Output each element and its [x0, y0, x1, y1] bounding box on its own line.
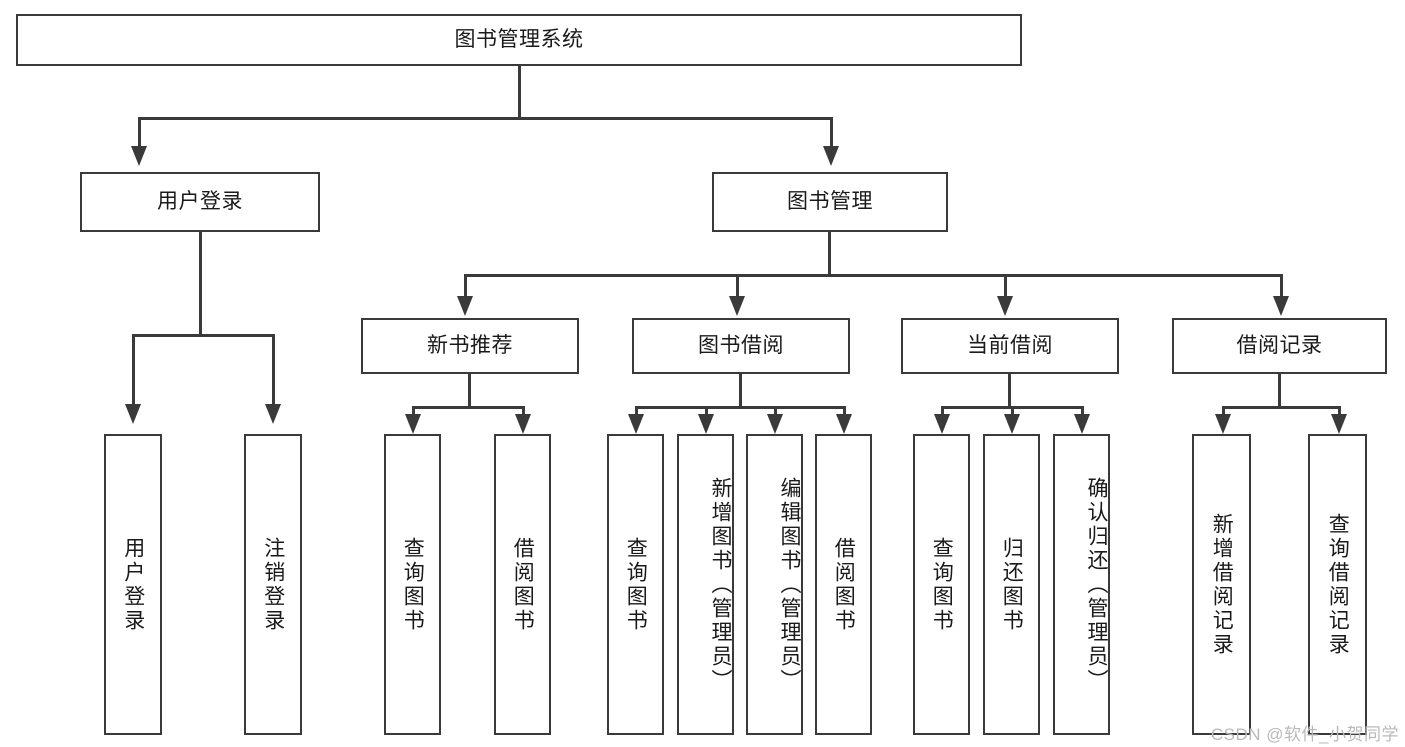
node-leaf-edit-book[interactable]: 编辑图书（管理员）: [746, 434, 803, 735]
connector-bb-to-leaf-4: [843, 406, 846, 416]
node-leaf-query-book-2-label: 查询图书: [624, 536, 648, 633]
node-leaf-borrow-book-2-label: 借阅图书: [832, 536, 856, 633]
node-leaf-return-book[interactable]: 归还图书: [983, 434, 1040, 735]
connector-cb-to-leaf-2: [1011, 406, 1014, 416]
arrowhead-bb-to-leaf-1: [628, 414, 644, 434]
node-borrow-record[interactable]: 借阅记录: [1172, 318, 1387, 374]
arrowhead-bb-to-leaf-3: [767, 414, 783, 434]
node-borrow-record-label: 借阅记录: [1236, 334, 1323, 358]
node-user-login[interactable]: 用户登录: [80, 172, 320, 232]
node-leaf-confirm-return[interactable]: 确认归还（管理员）: [1053, 434, 1110, 735]
arrowhead-nbr-to-leaf-2: [515, 414, 531, 434]
arrowhead-bb-to-leaf-2: [698, 414, 714, 434]
arrowhead-book-manage-to-l3-4: [1273, 296, 1289, 316]
node-user-login-label: 用户登录: [157, 190, 243, 214]
arrowhead-nbr-to-leaf-1: [405, 414, 421, 434]
connector-borrow-record-stem: [1278, 374, 1281, 408]
arrowhead-root-to-book-manage: [823, 146, 839, 166]
arrowhead-br-to-leaf-2: [1331, 414, 1347, 434]
arrowhead-cb-to-leaf-2: [1004, 414, 1020, 434]
connector-root-to-book-manage: [830, 117, 833, 149]
connector-book-borrow-stem: [739, 374, 742, 408]
node-book-borrow[interactable]: 图书借阅: [632, 318, 850, 374]
arrowhead-book-manage-to-l3-3: [997, 296, 1013, 316]
connector-current-borrow-stem: [1008, 374, 1011, 408]
node-leaf-query-book-3-label: 查询图书: [930, 536, 954, 633]
connector-bb-to-leaf-3: [774, 406, 777, 416]
node-book-manage-label: 图书管理: [787, 190, 873, 214]
connector-user-login-stem: [199, 232, 202, 336]
arrowhead-cb-to-leaf-3: [1074, 414, 1090, 434]
connector-br-to-leaf-1: [1222, 406, 1225, 416]
node-leaf-user-logout-label: 注销登录: [261, 536, 285, 633]
connector-bb-to-leaf-1: [635, 406, 638, 416]
node-leaf-query-book-2[interactable]: 查询图书: [607, 434, 664, 735]
node-leaf-confirm-return-label: 确认归还（管理员）: [1085, 476, 1108, 693]
connector-book-borrow-bar: [635, 406, 846, 409]
node-new-book-recommend-label: 新书推荐: [427, 334, 513, 358]
node-leaf-add-record-label: 新增借阅记录: [1210, 512, 1234, 657]
node-root[interactable]: 图书管理系统: [16, 14, 1022, 66]
node-leaf-return-book-label: 归还图书: [1000, 536, 1024, 633]
watermark-text: CSDN @软件_小贺同学: [1210, 725, 1399, 744]
connector-bb-to-leaf-2: [705, 406, 708, 416]
node-new-book-recommend[interactable]: 新书推荐: [361, 318, 579, 374]
arrowhead-cb-to-leaf-1: [934, 414, 950, 434]
node-current-borrow[interactable]: 当前借阅: [901, 318, 1119, 374]
node-leaf-borrow-book-2[interactable]: 借阅图书: [815, 434, 872, 735]
node-root-label: 图书管理系统: [454, 28, 584, 52]
node-leaf-borrow-book-1[interactable]: 借阅图书: [494, 434, 551, 735]
node-book-borrow-label: 图书借阅: [698, 334, 784, 358]
connector-new-book-recommend-bar: [412, 406, 524, 409]
arrowhead-bb-to-leaf-4: [836, 414, 852, 434]
arrowhead-book-manage-to-l3-2: [729, 296, 745, 316]
connector-book-manage-bar: [464, 274, 1282, 277]
connector-root-bar: [138, 117, 832, 120]
node-leaf-user-login-label: 用户登录: [121, 536, 145, 633]
connector-user-login-to-leaf-2: [272, 334, 275, 406]
connector-borrow-record-bar: [1222, 406, 1340, 409]
node-leaf-query-book-1-label: 查询图书: [401, 536, 425, 633]
connector-user-login-bar: [132, 334, 274, 337]
node-book-manage[interactable]: 图书管理: [712, 172, 948, 232]
connector-user-login-to-leaf-1: [132, 334, 135, 406]
connector-cb-to-leaf-3: [1081, 406, 1084, 416]
node-leaf-borrow-book-1-label: 借阅图书: [511, 536, 535, 633]
node-leaf-query-record[interactable]: 查询借阅记录: [1308, 434, 1367, 735]
connector-nbr-to-leaf-2: [522, 406, 525, 416]
connector-root-stem: [518, 66, 521, 119]
node-leaf-edit-book-label: 编辑图书（管理员）: [778, 476, 801, 693]
connector-book-manage-stem: [828, 232, 831, 276]
connector-br-to-leaf-2: [1338, 406, 1341, 416]
connector-root-to-user-login: [138, 117, 141, 149]
arrowhead-user-login-to-leaf-1: [125, 404, 141, 424]
connector-book-manage-to-l3-1: [464, 274, 467, 298]
node-leaf-add-record[interactable]: 新增借阅记录: [1192, 434, 1251, 735]
node-leaf-add-book-label: 新增图书（管理员）: [709, 476, 732, 693]
arrowhead-book-manage-to-l3-1: [457, 296, 473, 316]
node-leaf-query-book-1[interactable]: 查询图书: [384, 434, 441, 735]
node-leaf-user-login[interactable]: 用户登录: [104, 434, 162, 735]
arrowhead-user-login-to-leaf-2: [265, 404, 281, 424]
connector-book-manage-to-l3-2: [736, 274, 739, 298]
arrowhead-br-to-leaf-1: [1215, 414, 1231, 434]
connector-nbr-to-leaf-1: [412, 406, 415, 416]
arrowhead-root-to-user-login: [131, 146, 147, 166]
node-leaf-query-record-label: 查询借阅记录: [1326, 512, 1350, 657]
connector-book-manage-to-l3-3: [1004, 274, 1007, 298]
node-leaf-user-logout[interactable]: 注销登录: [244, 434, 302, 735]
node-current-borrow-label: 当前借阅: [967, 334, 1053, 358]
connector-book-manage-to-l3-4: [1280, 274, 1283, 298]
node-leaf-query-book-3[interactable]: 查询图书: [913, 434, 970, 735]
node-leaf-add-book[interactable]: 新增图书（管理员）: [677, 434, 734, 735]
connector-new-book-recommend-stem: [468, 374, 471, 408]
connector-cb-to-leaf-1: [941, 406, 944, 416]
